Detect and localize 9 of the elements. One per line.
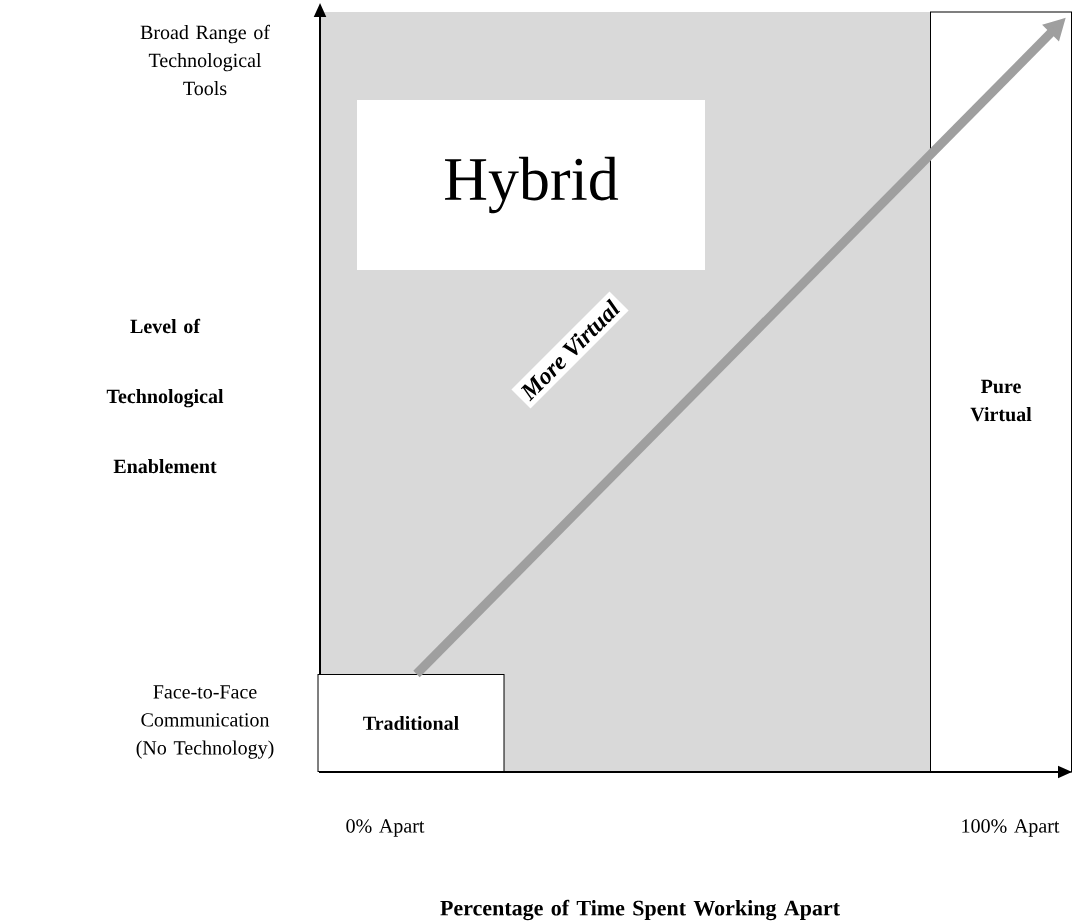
pure-virtual-region: Pure Virtual — [930, 11, 1072, 773]
axis-title: Level of Technological Enablement — [106, 318, 224, 474]
hybrid-box: Hybrid — [357, 100, 705, 270]
axis-end-label: Broad Range of Technological Tools — [140, 24, 270, 96]
traditional-box: Traditional — [317, 674, 505, 772]
axis-end-label: 0% Apart — [346, 819, 425, 837]
axis-title: Percentage of Time Spent Working Apart — [440, 899, 840, 921]
axis-end-label: Face-to-Face Communication (No Technology) — [136, 685, 274, 759]
axis-end-label: 100% Apart — [962, 819, 1060, 837]
